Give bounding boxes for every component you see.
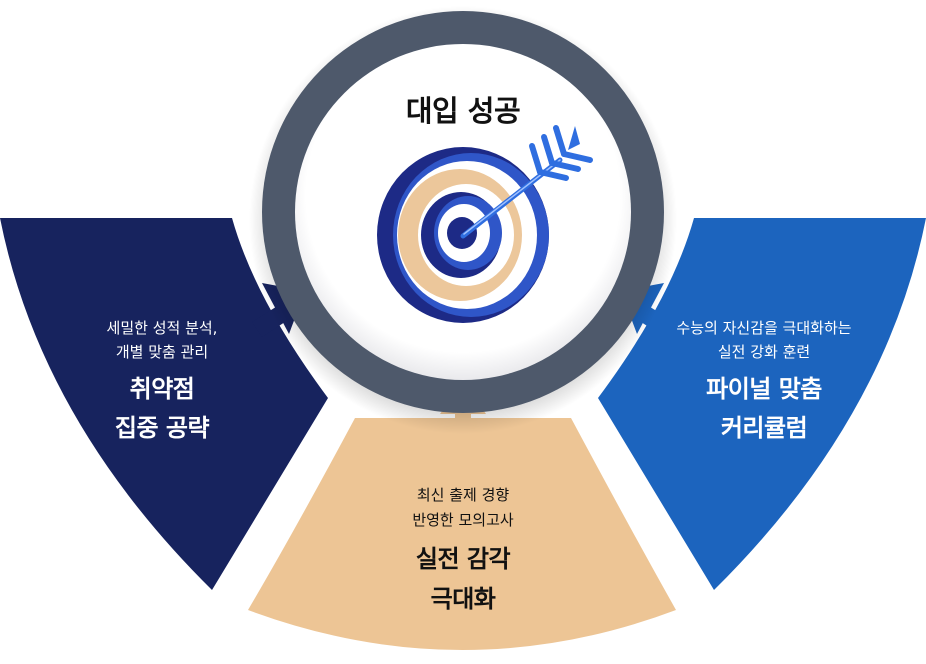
left-sub-line2: 개별 맞춤 관리: [116, 343, 208, 361]
right-sub-line2: 실전 강화 훈련: [718, 343, 810, 361]
segment-bottom: [248, 418, 676, 650]
center-title: 대입 성공: [406, 94, 520, 128]
segment-right: [598, 218, 926, 590]
right-head-line2: 커리큘럼: [721, 414, 807, 442]
right-sub-line1: 수능의 자신감을 극대화하는: [676, 319, 851, 337]
bottom-sub-line2: 반영한 모의고사: [412, 511, 514, 529]
left-sub-line1: 세밀한 성적 분석,: [107, 319, 218, 337]
bottom-head-line2: 극대화: [431, 585, 496, 613]
left-head-line2: 집중 공략: [115, 414, 210, 442]
left-head-line1: 취약점: [130, 375, 195, 403]
segment-left: [0, 218, 328, 590]
right-head-line1: 파이널 맞춤: [706, 375, 822, 403]
dart-arrow-icon: [460, 125, 593, 239]
bottom-head-line1: 실전 감각: [416, 545, 511, 573]
bottom-sub-line1: 최신 출제 경향: [417, 486, 510, 504]
